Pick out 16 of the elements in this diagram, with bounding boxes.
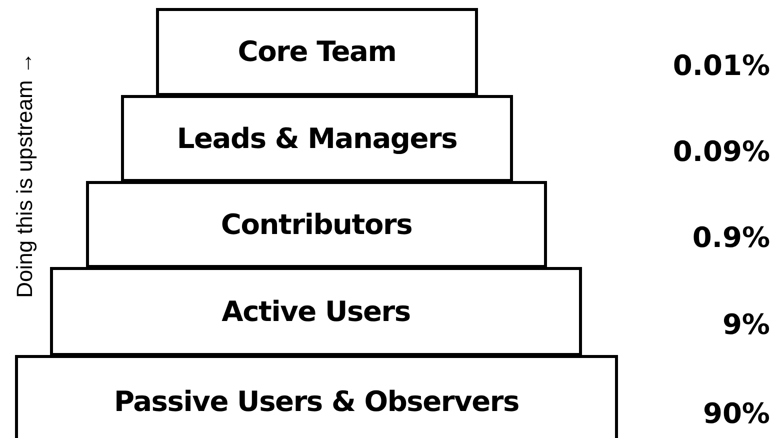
percentage-label: 90% (702, 400, 770, 428)
percentage-label: 0.09% (672, 138, 770, 166)
percentage-label: 9% (722, 311, 770, 339)
axis-caption: Doing this is upstream → (14, 52, 36, 298)
tier-label: Active Users (222, 298, 410, 326)
percentage-label: 0.9% (692, 224, 770, 252)
tier-label: Contributors (220, 210, 412, 238)
tier-label: Core Team (238, 38, 396, 66)
tier-label: Leads & Managers (176, 124, 458, 152)
tier-box (86, 181, 547, 268)
tier-box (121, 95, 513, 182)
tier-box (50, 267, 582, 356)
tier-box (156, 8, 478, 96)
percentage-label: 0.01% (672, 52, 770, 80)
tier-label: Passive Users & Observers (114, 388, 519, 416)
tier-box (15, 355, 618, 438)
